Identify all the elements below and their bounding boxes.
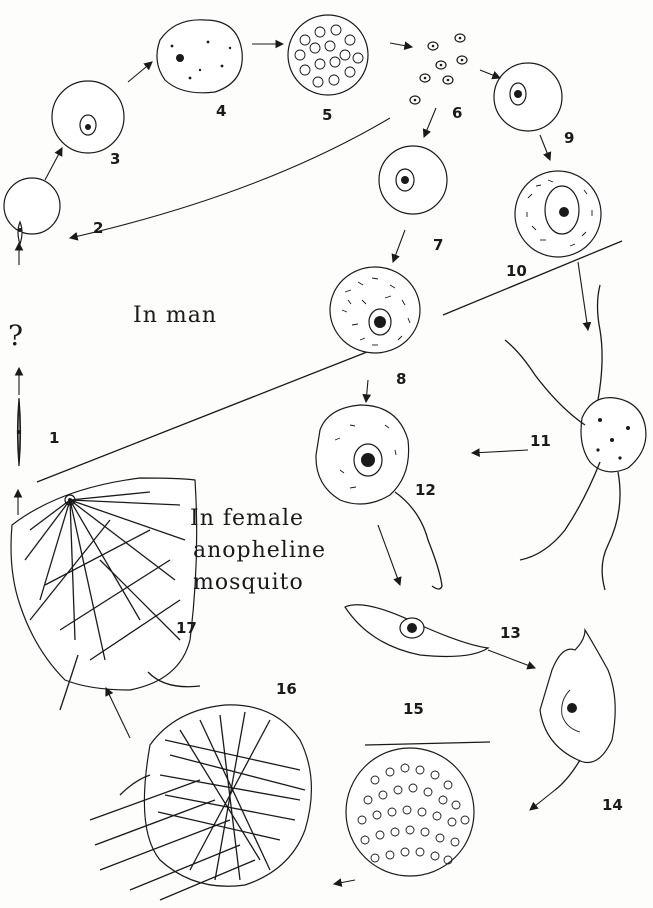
stage-number-14: 14 bbox=[602, 796, 623, 814]
stage-number-10: 10 bbox=[506, 262, 527, 280]
stage-number-9: 9 bbox=[564, 129, 574, 147]
stage-number-3: 3 bbox=[110, 150, 120, 168]
stage-number-17: 17 bbox=[176, 619, 197, 637]
stage-13-ookinete bbox=[345, 605, 488, 657]
label-in-man: In man bbox=[133, 303, 217, 328]
stage-number-12: 12 bbox=[415, 481, 436, 499]
stage-4-cell bbox=[157, 20, 242, 93]
stage-15-oocyst bbox=[346, 742, 490, 876]
stage-10-cell bbox=[515, 171, 601, 257]
stage-number-1: 1 bbox=[49, 429, 59, 447]
stage-number-2: 2 bbox=[93, 219, 103, 237]
label-mosquito: mosquito bbox=[193, 570, 304, 595]
label-in-female: In female bbox=[190, 506, 304, 531]
stage-number-5: 5 bbox=[322, 106, 332, 124]
stage-number-15: 15 bbox=[403, 700, 424, 718]
stage-6-merozoites bbox=[410, 34, 467, 104]
stage-16-oocyst-rupturing bbox=[90, 705, 311, 900]
divider-line-right bbox=[443, 241, 622, 315]
stage-number-11: 11 bbox=[530, 432, 551, 450]
stage-8-cell bbox=[330, 267, 420, 353]
stage-7-cell bbox=[379, 146, 447, 214]
label-anopheline: anopheline bbox=[193, 538, 326, 563]
stage-1-sporozoite bbox=[17, 398, 21, 466]
stage-number-6: 6 bbox=[452, 104, 462, 122]
stage-17-salivary-gland bbox=[11, 478, 200, 710]
stage-2-cell bbox=[4, 178, 60, 244]
stage-11-exflagellation bbox=[505, 285, 646, 590]
stage-number-7: 7 bbox=[433, 236, 443, 254]
stage-14-oocyst bbox=[540, 630, 615, 790]
stage-3-cell bbox=[52, 81, 124, 153]
stage-5-schizont bbox=[288, 15, 368, 95]
stage-number-16: 16 bbox=[276, 680, 297, 698]
stage-number-8: 8 bbox=[396, 370, 406, 388]
stage-number-13: 13 bbox=[500, 624, 521, 642]
stage-number-4: 4 bbox=[216, 102, 226, 120]
label-question-mark: ? bbox=[8, 319, 23, 352]
stage-9-cell bbox=[494, 63, 562, 131]
